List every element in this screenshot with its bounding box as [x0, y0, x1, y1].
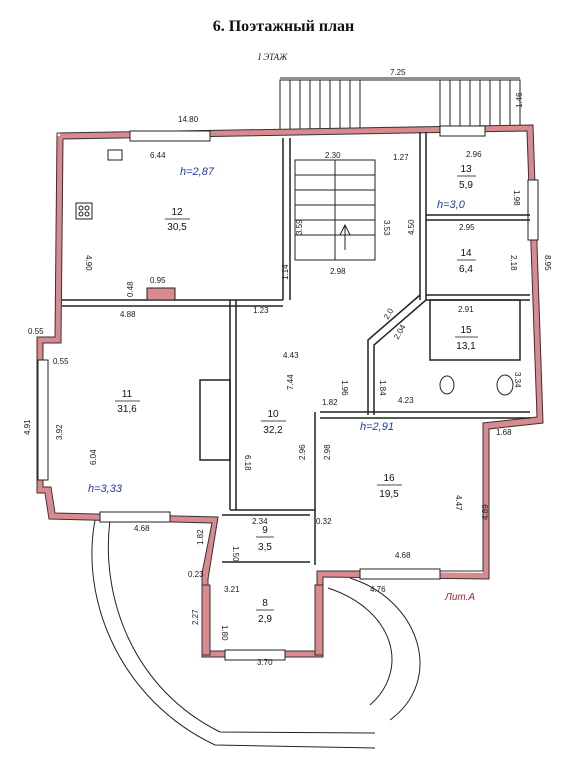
- fixtures: [75, 149, 514, 396]
- dim-label: 3.70: [257, 658, 273, 667]
- svg-text:11: 11: [122, 389, 133, 400]
- dim-label: 6.04: [89, 449, 98, 465]
- svg-text:31,6: 31,6: [117, 404, 137, 415]
- dim-label: 2.30: [325, 151, 341, 160]
- dim-label: 4.91: [23, 419, 32, 435]
- svg-text:16: 16: [383, 473, 395, 484]
- dim-label: 2.27: [191, 609, 200, 625]
- dim-label: 2.96: [466, 150, 482, 159]
- lit-label: Лит.А: [444, 592, 475, 603]
- page-title: 6. Поэтажный план: [212, 18, 355, 35]
- height-label-room-13: h=3,0: [437, 199, 466, 211]
- svg-text:6,4: 6,4: [459, 264, 473, 275]
- dim-label: 1.27: [393, 153, 409, 162]
- dim-label: 1.96: [340, 380, 349, 396]
- dim-label: 1.23: [253, 306, 269, 315]
- svg-text:19,5: 19,5: [379, 489, 399, 500]
- svg-text:10: 10: [267, 409, 279, 420]
- dim-label: 4.76: [370, 585, 386, 594]
- dim-label: 1.50: [231, 546, 240, 562]
- svg-text:15: 15: [460, 325, 472, 336]
- room-15: 15 13,1: [455, 325, 478, 352]
- dim-label: 3.92: [55, 424, 64, 440]
- dim-label: 0.32: [316, 517, 332, 526]
- dim-label: 0.23: [188, 570, 204, 579]
- dim-label: 0.55: [53, 357, 69, 366]
- room-16: 16 19,5: [377, 473, 402, 500]
- dim-label: 7.25: [390, 68, 406, 77]
- dim-label: 2.98: [323, 444, 332, 460]
- floor-label: I ЭТАЖ: [258, 52, 288, 62]
- dim-label: 4.68: [134, 524, 150, 533]
- interior-walls: [62, 132, 530, 565]
- terrace-arc-outer: [91, 519, 376, 749]
- svg-text:9: 9: [262, 525, 268, 536]
- svg-text:2,9: 2,9: [258, 614, 272, 625]
- dim-label: 1.84: [378, 380, 387, 396]
- dim-label: 4.47: [454, 495, 463, 511]
- room-8: 8 2,9: [256, 598, 274, 625]
- terrace-arc-right2: [327, 587, 393, 706]
- room-12: 12 30,5: [165, 207, 190, 233]
- dim-label: 14.80: [178, 115, 199, 124]
- height-label-room-12: h=2,87: [180, 166, 215, 178]
- dim-label: 3.53: [382, 220, 391, 236]
- dim-label: 1.82: [196, 529, 205, 545]
- room-9: 9 3,5: [256, 525, 274, 553]
- entrance-stairs: [279, 77, 521, 131]
- dim-label: 2.96: [298, 444, 307, 460]
- dim-label: 4.50: [407, 219, 416, 235]
- svg-text:14: 14: [460, 248, 472, 259]
- dim-label: 2.18: [509, 255, 518, 271]
- room-10: 10 32,2: [261, 409, 286, 436]
- terrace-arc-inner: [107, 519, 376, 734]
- dim-label: 1.68: [496, 428, 512, 437]
- dim-label: 2.91: [458, 305, 474, 314]
- dim-label: 2.34: [252, 517, 268, 526]
- interior-stair: [294, 159, 376, 261]
- dim-label: 1.98: [512, 190, 521, 206]
- dim-label: 1.82: [322, 398, 338, 407]
- dim-label: 4.88: [120, 310, 136, 319]
- room-14: 14 6,4: [457, 248, 476, 275]
- dim-label: 6.18: [243, 455, 252, 471]
- dim-label: 4.43: [283, 351, 299, 360]
- dim-label: 3.59: [295, 219, 304, 235]
- svg-text:32,2: 32,2: [263, 425, 283, 436]
- room-11: 11 31,6: [115, 389, 140, 415]
- dim-label: 0.95: [150, 276, 166, 285]
- dim-label: 0.48: [126, 281, 135, 297]
- svg-text:3,5: 3,5: [258, 542, 272, 553]
- dim-label: 2.98: [330, 267, 346, 276]
- svg-text:30,5: 30,5: [167, 222, 187, 233]
- dim-label: 4.23: [398, 396, 414, 405]
- height-label-room-11: h=3,33: [88, 483, 123, 495]
- dim-label: 3.21: [224, 585, 240, 594]
- dim-label: 1.80: [220, 625, 229, 641]
- dim-label: 4.68: [395, 551, 411, 560]
- dim-label: 2.04: [392, 323, 408, 341]
- dim-label: 2.95: [459, 223, 475, 232]
- dim-label: 7.44: [286, 374, 295, 390]
- dim-label: 1.14: [281, 264, 290, 280]
- dim-label: 6.44: [150, 151, 166, 160]
- dim-label: 4.90: [84, 255, 93, 271]
- dim-label: 1.46: [515, 92, 524, 108]
- dim-label: 8.95: [543, 255, 552, 271]
- dim-label: 0.55: [28, 327, 44, 336]
- svg-text:5,9: 5,9: [459, 180, 473, 191]
- dim-label: 4.89: [481, 504, 490, 520]
- terrace-arc-right: [349, 577, 421, 721]
- svg-text:13,1: 13,1: [456, 341, 476, 352]
- svg-text:12: 12: [171, 207, 183, 218]
- room-13: 13 5,9: [457, 164, 476, 191]
- svg-text:13: 13: [460, 164, 472, 175]
- svg-text:8: 8: [262, 598, 268, 609]
- windows: [37, 125, 539, 661]
- vestibule-walls: [201, 584, 324, 656]
- dimension-labels: 7.25 1.46 14.80 6.44 2.30 1.27 2.96 1.98…: [23, 68, 552, 667]
- height-label-room-16: h=2,91: [360, 421, 394, 433]
- dim-label: 3.34: [513, 372, 522, 388]
